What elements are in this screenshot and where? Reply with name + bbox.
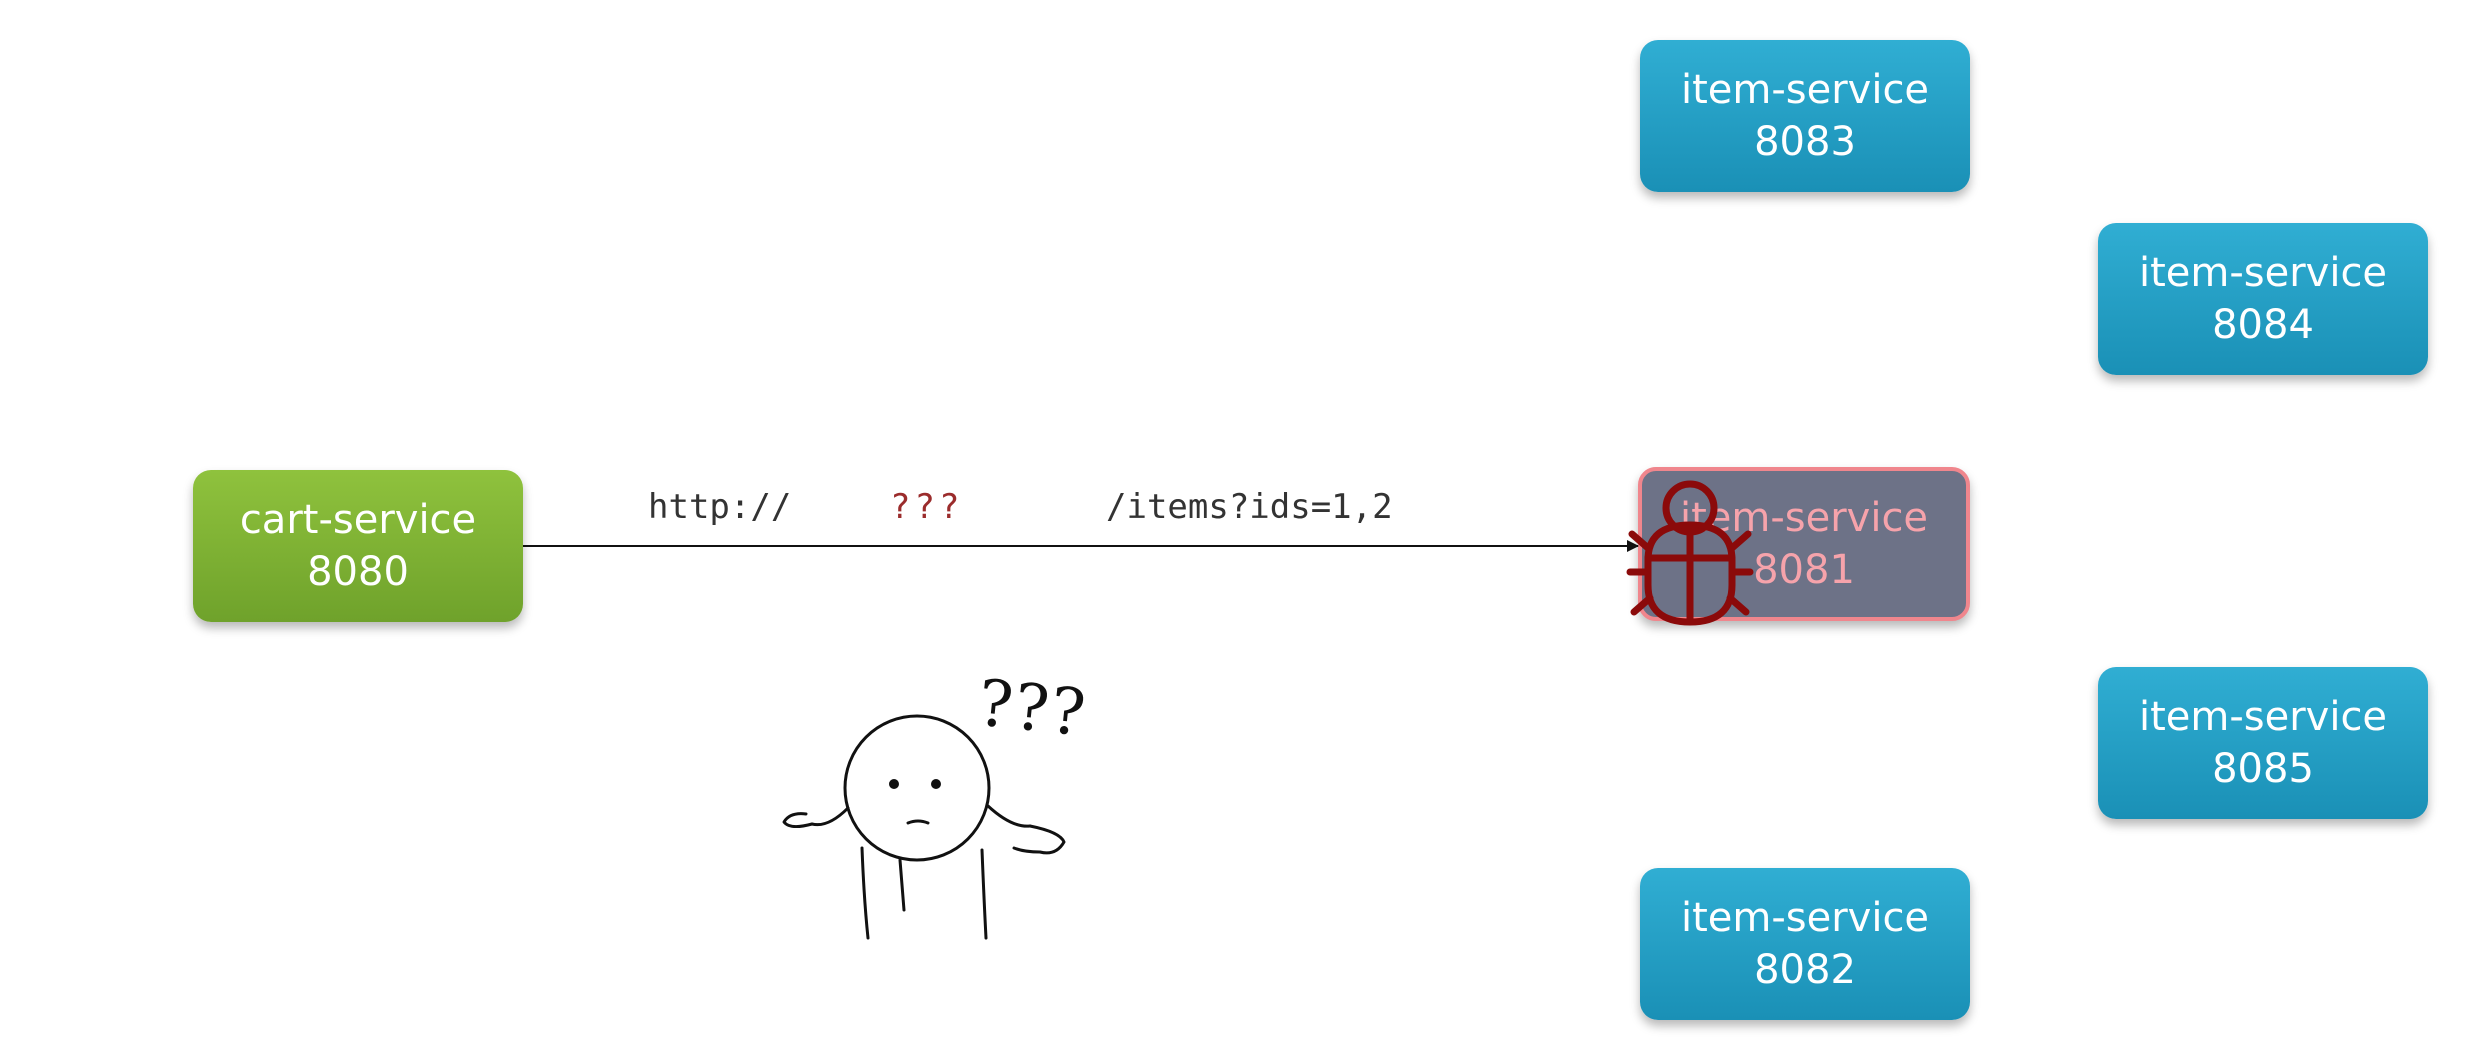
item-service-node-8083: item-service 8083 bbox=[1640, 40, 1970, 192]
thought-question-marks: ??? bbox=[974, 666, 1091, 752]
item-service-name: item-service bbox=[1680, 67, 1930, 113]
item-service-node-8081-failed: item-service 8081 bbox=[1638, 467, 1970, 621]
request-unknown-host: ??? bbox=[890, 487, 964, 527]
cart-service-port: 8080 bbox=[307, 549, 409, 595]
item-service-port: 8084 bbox=[2212, 302, 2314, 348]
item-service-port: 8081 bbox=[1753, 547, 1855, 593]
item-service-name: item-service bbox=[1680, 895, 1930, 941]
item-service-port: 8083 bbox=[1754, 119, 1856, 165]
request-protocol: http:// bbox=[648, 487, 792, 527]
confused-person-icon bbox=[782, 714, 1066, 940]
cart-service-node: cart-service 8080 bbox=[193, 470, 523, 622]
cart-service-name: cart-service bbox=[239, 497, 477, 543]
item-service-node-8084: item-service 8084 bbox=[2098, 223, 2428, 375]
item-service-port: 8082 bbox=[1754, 947, 1856, 993]
item-service-node-8085: item-service 8085 bbox=[2098, 667, 2428, 819]
item-service-name: item-service bbox=[2138, 694, 2388, 740]
item-service-name: item-service bbox=[1679, 495, 1929, 541]
item-service-name: item-service bbox=[2138, 250, 2388, 296]
item-service-node-8082: item-service 8082 bbox=[1640, 868, 1970, 1020]
item-service-port: 8085 bbox=[2212, 746, 2314, 792]
request-path: /items?ids=1,2 bbox=[1106, 487, 1393, 527]
